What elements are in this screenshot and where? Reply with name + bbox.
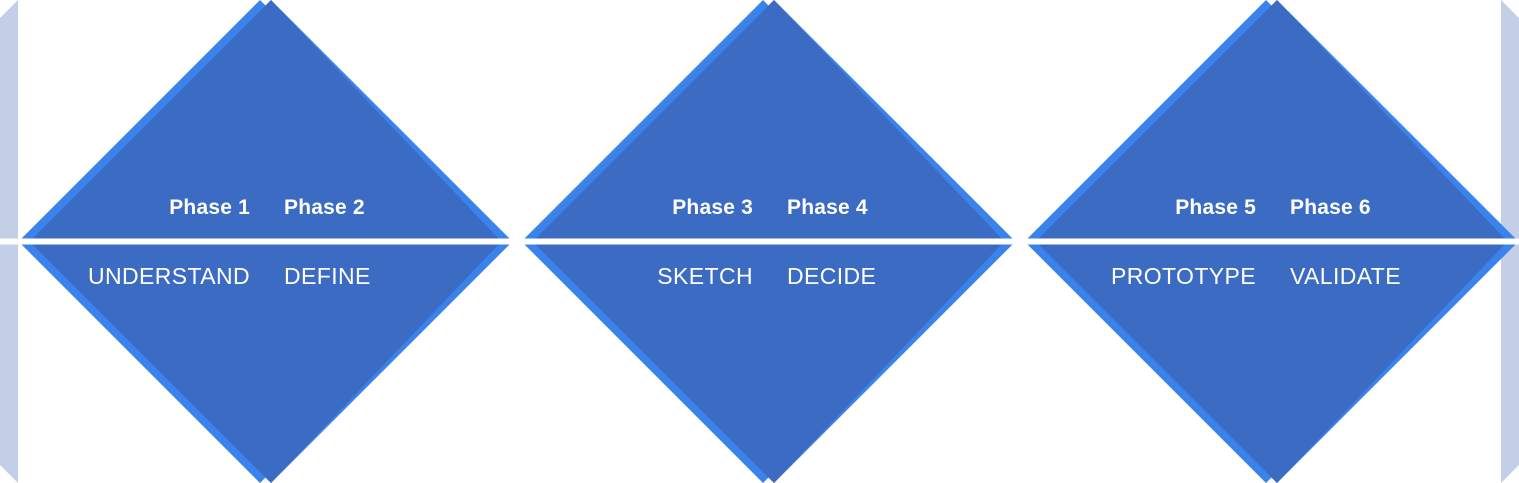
horizontal-divider-line (0, 238, 1519, 245)
